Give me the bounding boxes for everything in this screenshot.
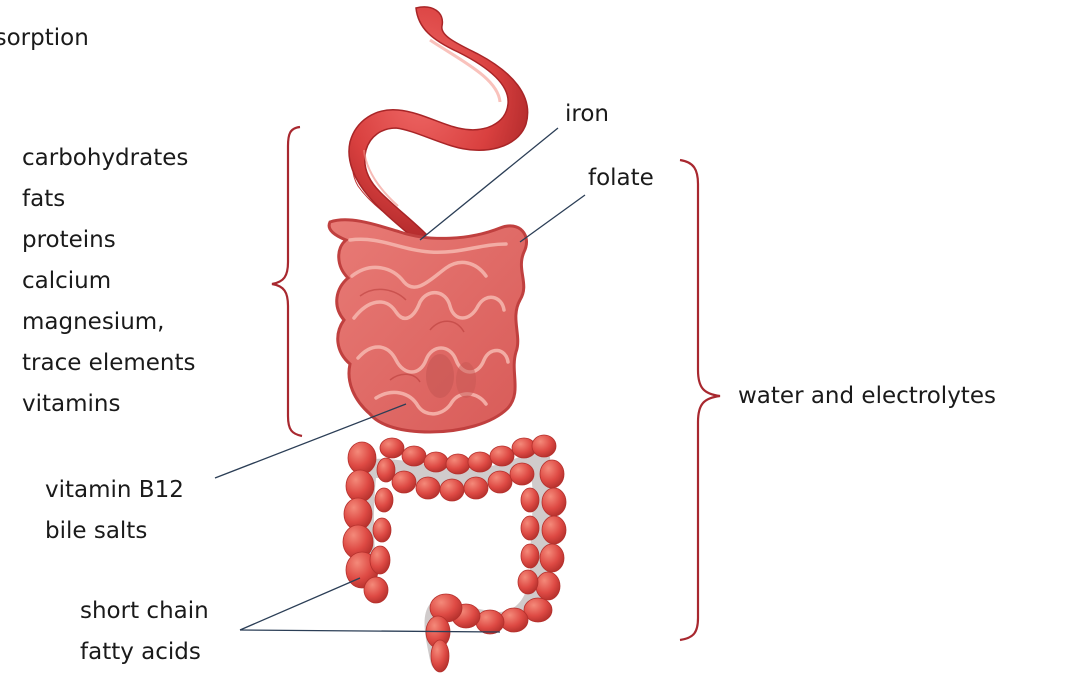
- scfa-leader-lower: [240, 630, 500, 632]
- nutrient-label: magnesium,: [22, 302, 196, 343]
- scfa-leader-upper: [240, 578, 360, 630]
- water-electrolytes-label: water and electrolytes: [738, 376, 996, 417]
- nutrient-list: carbohydrates fats proteins calcium magn…: [22, 138, 196, 425]
- small-intestine-bracket: [272, 127, 302, 436]
- colon-bracket: [680, 160, 720, 640]
- diagram-title: bsorption: [0, 18, 89, 59]
- nutrient-label: carbohydrates: [22, 138, 196, 179]
- folate-leader: [520, 195, 585, 242]
- small-intestine: [329, 220, 526, 432]
- bile-salts-label: bile salts: [45, 511, 184, 552]
- nutrient-label: calcium: [22, 261, 196, 302]
- stomach: [349, 7, 528, 242]
- large-intestine: [343, 435, 566, 672]
- nutrient-label: fats: [22, 179, 196, 220]
- nutrient-label: trace elements: [22, 343, 196, 384]
- folate-label: folate: [588, 158, 654, 199]
- b12-label-group: vitamin B12 bile salts: [45, 470, 184, 552]
- scfa-label-line2: fatty acids: [80, 632, 209, 673]
- nutrient-label: vitamins: [22, 384, 196, 425]
- scfa-label-line1: short chain: [80, 591, 209, 632]
- nutrient-label: proteins: [22, 220, 196, 261]
- scfa-label-group: short chain fatty acids: [80, 591, 209, 673]
- b12-label: vitamin B12: [45, 470, 184, 511]
- iron-label: iron: [565, 94, 609, 135]
